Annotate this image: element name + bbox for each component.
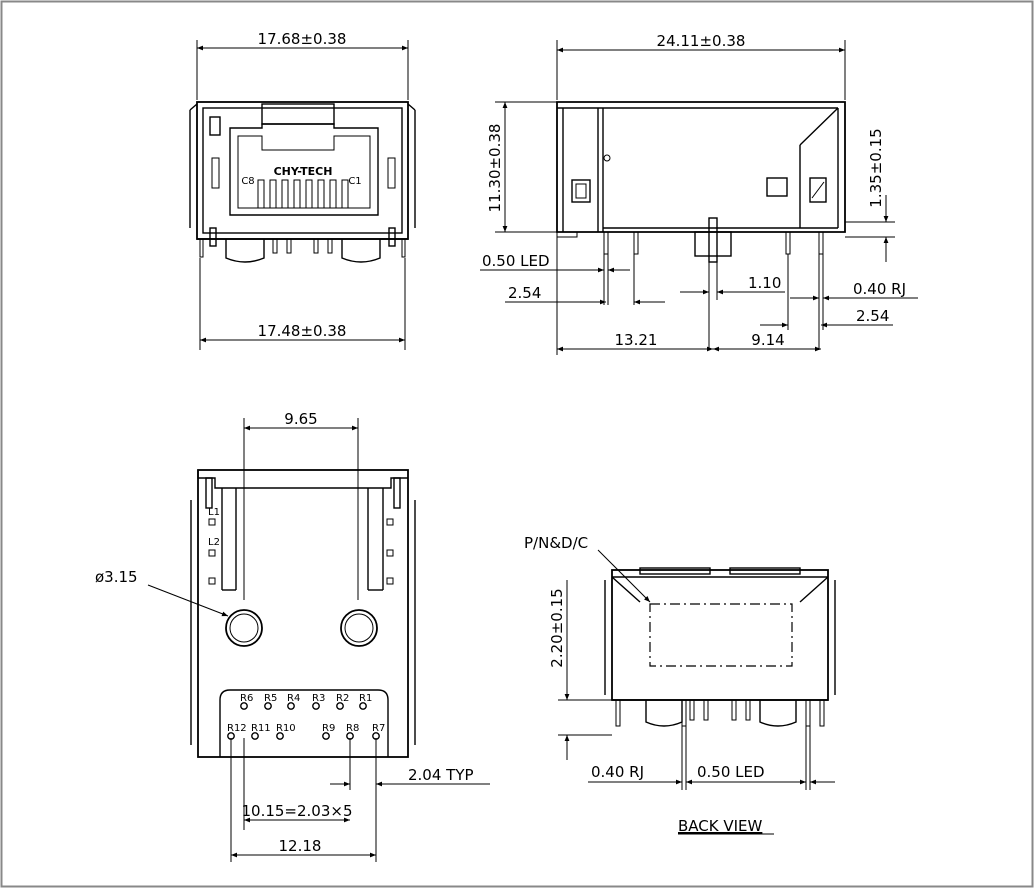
pin-label: R6 (240, 693, 253, 704)
pin-label: R7 (372, 723, 385, 734)
side-length: 24.11±0.38 (657, 32, 746, 50)
bottom-pin-span: 10.15=2.03×5 (241, 802, 352, 820)
side-offset: 1.10 (748, 274, 781, 292)
front-contact (341, 179, 349, 209)
front-contact (329, 179, 337, 209)
pin-label: R4 (287, 693, 300, 704)
pin-hole (359, 702, 367, 710)
pin-label: R9 (322, 723, 335, 734)
pin-label: R10 (276, 723, 296, 734)
back-pnd: P/N&D/C (524, 534, 588, 552)
front-contact (269, 179, 277, 209)
pin-label: R3 (312, 693, 325, 704)
side-height: 11.30±0.38 (486, 124, 504, 213)
front-label-c1: C1 (348, 176, 361, 187)
side-len-right: 9.14 (751, 331, 784, 349)
back-led-pin: 0.50 LED (697, 763, 765, 781)
pin-label: R2 (336, 693, 349, 704)
pin-hole (287, 702, 295, 710)
pin-hole (322, 732, 330, 740)
bottom-total: 12.18 (279, 837, 322, 855)
pin-hole (264, 702, 272, 710)
side-tab-height: 1.35±0.15 (867, 128, 885, 207)
side-len-left: 13.21 (615, 331, 658, 349)
front-view: 17.68±0.38 CHY-TECH C8 C1 (189, 30, 416, 350)
front-top-width: 17.68±0.38 (258, 30, 347, 48)
front-logo: CHY-TECH (274, 165, 333, 178)
pin-label: R5 (264, 693, 277, 704)
side-pitch-right: 2.54 (856, 307, 889, 325)
front-contact (305, 179, 313, 209)
back-view: P/N&D/C 2.20±0.15 (524, 534, 836, 835)
front-label-c8: C8 (241, 176, 254, 187)
pin-label: R1 (359, 693, 372, 704)
bottom-hole-spacing: 9.65 (284, 410, 317, 428)
bottom-label-l1: L1 (208, 507, 220, 518)
front-contact (317, 179, 325, 209)
bottom-typ: 2.04 TYP (408, 766, 474, 784)
front-contact (281, 179, 289, 209)
bottom-view: 9.65 L1 L2 ø3.15 R6 R5 R4 R3 R2 R1 (95, 410, 490, 862)
pin-hole (276, 732, 284, 740)
pin-hole (240, 702, 248, 710)
pin-hole (336, 702, 344, 710)
pin-hole (251, 732, 259, 740)
front-contact (257, 179, 265, 209)
bottom-label-l2: L2 (208, 537, 220, 548)
pin-label: R11 (251, 723, 271, 734)
front-contact (293, 179, 301, 209)
side-rj-pin: 0.40 RJ (853, 280, 906, 298)
back-title: BACK VIEW (678, 817, 763, 835)
pin-label: R8 (346, 723, 359, 734)
front-bottom-width: 17.48±0.38 (258, 322, 347, 340)
side-led-pin: 0.50 LED (482, 252, 550, 270)
pin-hole (312, 702, 320, 710)
side-view: 24.11±0.38 11.30±0.38 (480, 32, 918, 355)
back-rj-pin: 0.40 RJ (591, 763, 644, 781)
back-height: 2.20±0.15 (548, 588, 566, 667)
pin-label: R12 (227, 723, 247, 734)
side-pitch-left: 2.54 (508, 284, 541, 302)
bottom-hole-dia: ø3.15 (95, 568, 138, 586)
